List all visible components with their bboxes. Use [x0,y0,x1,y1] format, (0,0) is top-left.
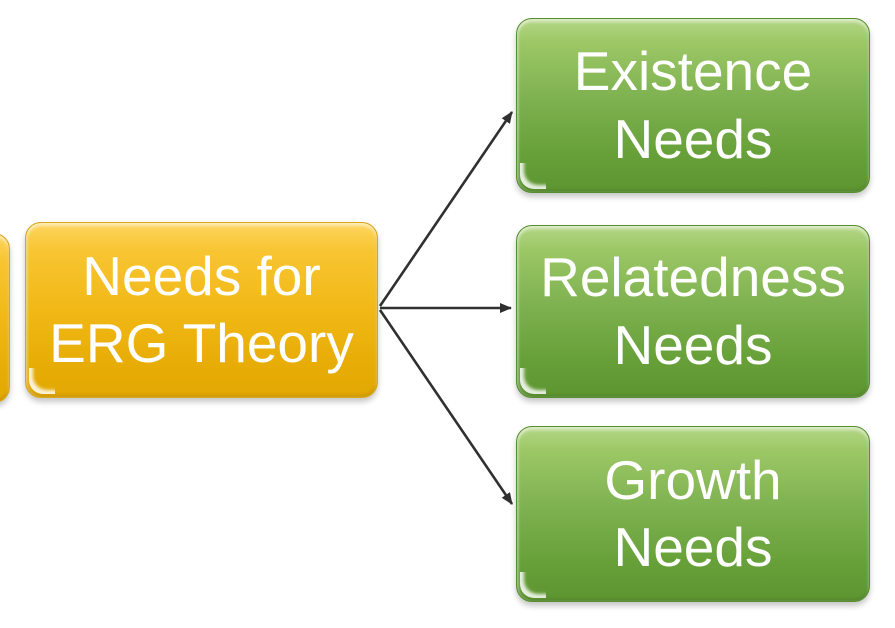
root-node-label: Needs for ERG Theory [49,244,354,374]
child-node-relatedness-needs: Relatedness Needs [516,225,870,398]
child-node-growth-needs: Growth Needs [516,426,870,602]
child-node-label: Relatedness Needs [540,246,846,376]
root-node-needs-for-erg-theory: Needs for ERG Theory [25,222,378,398]
arrow-to-existence-needs [378,111,514,307]
arrow-to-growth-needs [378,309,514,505]
cutoff-node-fragment [0,233,10,403]
child-node-existence-needs: Existence Needs [516,18,870,193]
child-node-label: Existence Needs [573,40,813,170]
child-node-label: Growth Needs [604,448,782,578]
